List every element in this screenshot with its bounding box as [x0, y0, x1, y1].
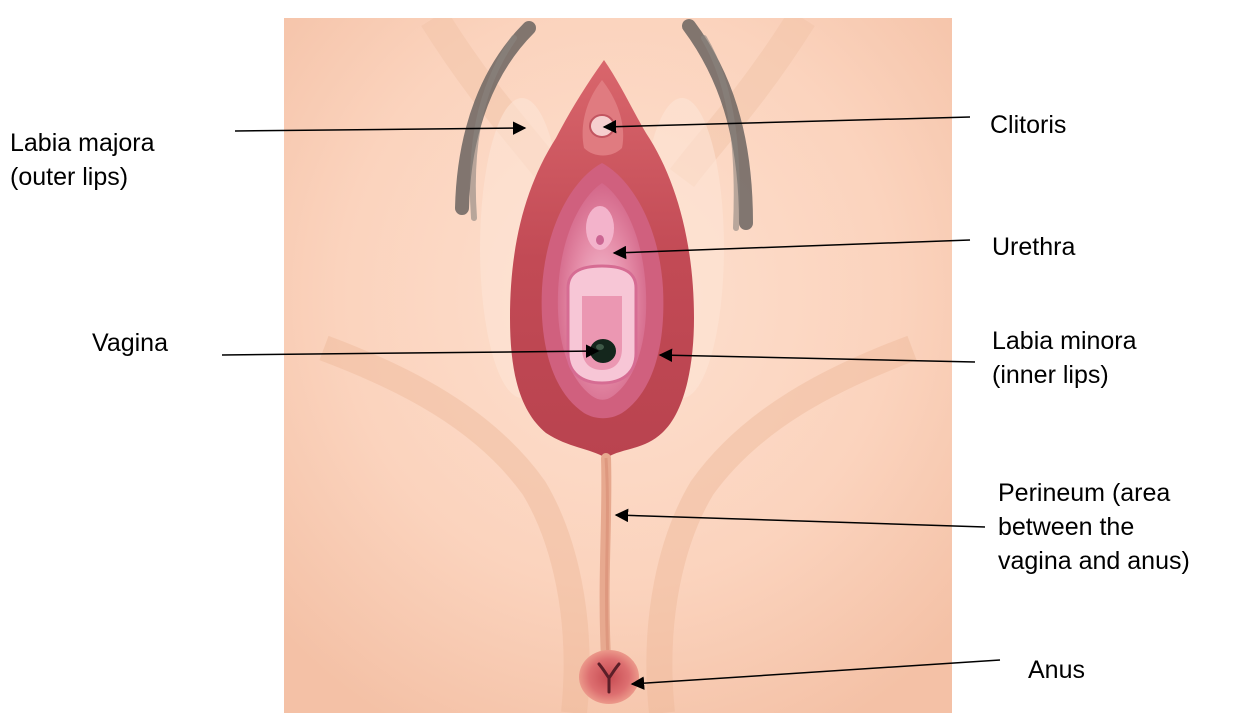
vaginal-opening: [590, 339, 616, 363]
label-vagina: Vagina: [92, 326, 168, 360]
perineal-raphe-shadow: [606, 458, 608, 658]
vulva-illustration: [284, 18, 952, 713]
label-perineum: Perineum (area between the vagina and an…: [998, 476, 1190, 578]
label-clitoris: Clitoris: [990, 108, 1066, 142]
clitoris-shape: [590, 115, 614, 137]
label-line: Anus: [1028, 653, 1085, 687]
label-line: between the: [998, 510, 1190, 544]
label-urethra: Urethra: [992, 230, 1075, 264]
label-line: Labia minora: [992, 324, 1137, 358]
label-line: Labia majora: [10, 126, 155, 160]
label-line: vagina and anus): [998, 544, 1190, 578]
label-line: Vagina: [92, 326, 168, 360]
label-line: (outer lips): [10, 160, 155, 194]
label-line: (inner lips): [992, 358, 1137, 392]
label-labia-minora: Labia minora (inner lips): [992, 324, 1137, 392]
label-line: Perineum (area: [998, 476, 1190, 510]
label-line: Urethra: [992, 230, 1075, 264]
label-anus: Anus: [1028, 653, 1085, 687]
urethra-opening: [596, 235, 604, 245]
vaginal-opening-highlight: [596, 344, 604, 350]
label-line: Clitoris: [990, 108, 1066, 142]
label-labia-majora: Labia majora (outer lips): [10, 126, 155, 194]
